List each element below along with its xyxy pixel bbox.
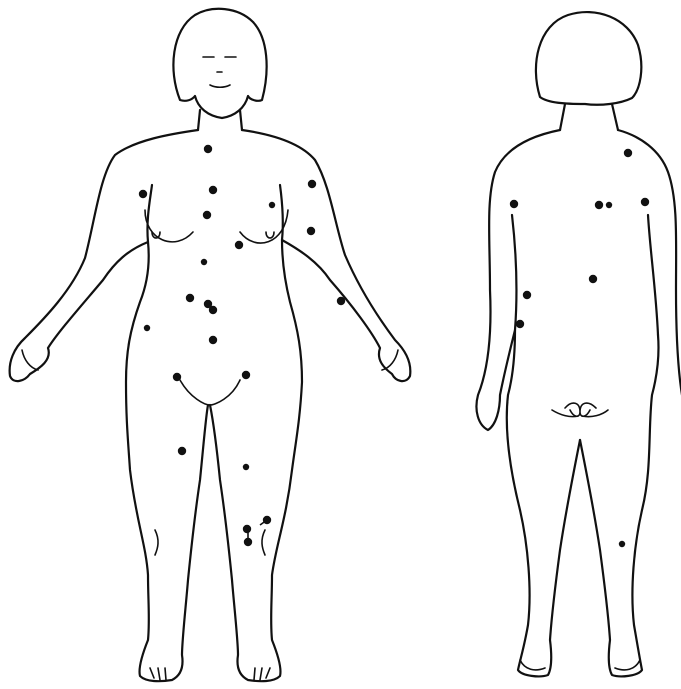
front-knee-right — [262, 530, 265, 555]
back-right-side — [618, 130, 681, 395]
back-left-side — [476, 130, 580, 676]
front-marker-17 — [242, 371, 250, 379]
front-marker-6 — [308, 180, 316, 188]
back-buttocks — [565, 403, 596, 416]
front-toes-right — [254, 668, 270, 680]
back-heel-right — [615, 660, 640, 670]
front-marker-1 — [204, 145, 212, 153]
front-marker-10 — [337, 297, 345, 305]
back-right-leg — [580, 335, 659, 676]
back-neck-left — [560, 104, 565, 130]
front-marker-13 — [209, 306, 217, 314]
front-marker-group — [139, 145, 345, 546]
front-marker-21 — [243, 525, 251, 533]
front-nipple-right — [266, 232, 274, 238]
front-marker-15 — [209, 336, 217, 344]
front-mouth — [210, 85, 230, 87]
back-marker-9 — [619, 541, 625, 547]
back-neck-right — [612, 104, 618, 130]
front-head — [173, 9, 266, 118]
back-inner-arm-right — [648, 215, 658, 335]
front-marker-9 — [201, 259, 207, 265]
back-marker-5 — [641, 198, 649, 206]
back-marker-7 — [516, 320, 524, 328]
back-marker-2 — [510, 200, 518, 208]
back-inner-arm-left — [512, 215, 516, 330]
back-heel-left — [520, 660, 545, 670]
front-toes-left — [150, 668, 166, 680]
front-marker-11 — [186, 294, 194, 302]
back-marker-group — [510, 149, 649, 547]
front-neck-left — [198, 110, 200, 130]
front-hand-left — [22, 350, 38, 370]
back-body-outline — [476, 12, 681, 676]
front-marker-2 — [139, 190, 147, 198]
back-marker-6 — [523, 291, 531, 299]
front-breast-left — [145, 210, 193, 242]
front-knee-left — [155, 530, 158, 555]
front-marker-8 — [235, 241, 243, 249]
front-marker-7 — [307, 227, 315, 235]
front-left-side — [10, 130, 208, 681]
front-neck-right — [240, 110, 242, 130]
front-marker-18 — [178, 447, 186, 455]
back-marker-3 — [595, 201, 603, 209]
back-marker-1 — [624, 149, 632, 157]
front-marker-14 — [144, 325, 150, 331]
front-body-outline — [10, 9, 411, 681]
front-marker-16 — [173, 373, 181, 381]
back-marker-4 — [606, 202, 612, 208]
front-marker-5 — [203, 211, 211, 219]
back-head — [536, 12, 641, 105]
back-marker-8 — [589, 275, 597, 283]
front-marker-4 — [269, 202, 275, 208]
front-marker-3 — [209, 186, 217, 194]
front-right-side — [210, 130, 410, 681]
front-breast-right — [240, 210, 288, 243]
front-groin — [180, 380, 240, 405]
front-marker-19 — [243, 464, 249, 470]
